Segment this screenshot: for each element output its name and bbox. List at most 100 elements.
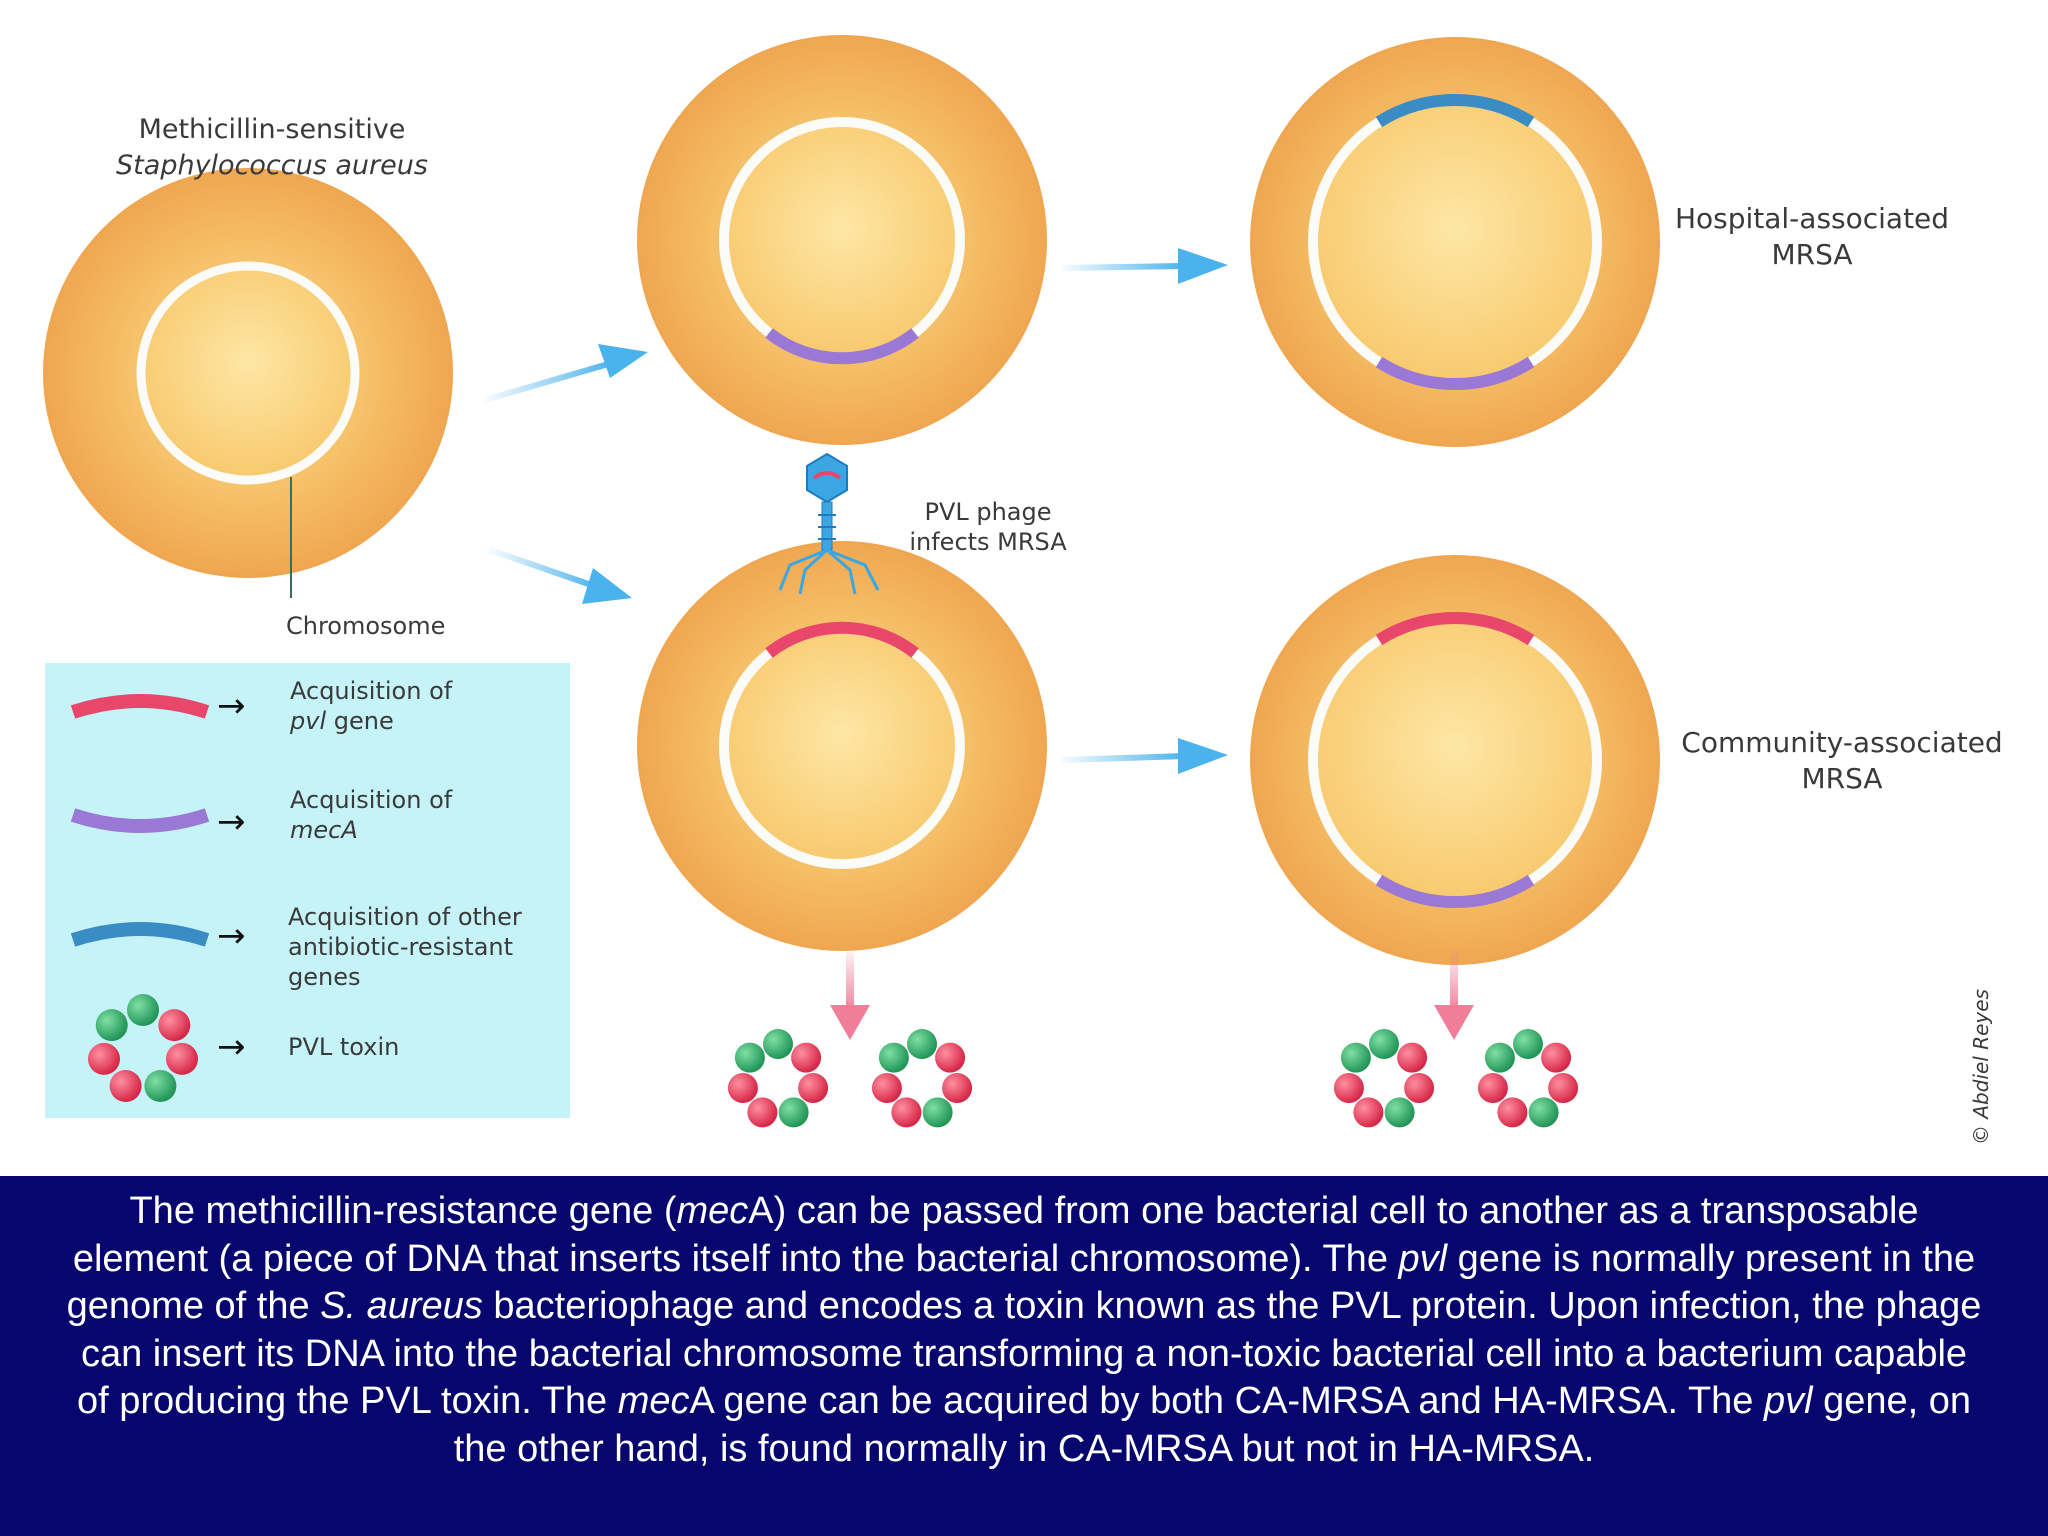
other-gene-segment (1375, 94, 1535, 128)
credit-text: © Abdiel Reyes (1969, 989, 1993, 1145)
toxin-subunit (891, 1097, 922, 1128)
pvl-toxin-clusters (727, 1029, 1579, 1128)
caption-italic-pvl-1: pvl (1398, 1237, 1448, 1280)
ca-label-line2: MRSA (1801, 762, 1882, 795)
caption-text-block: The methicillin-resistance gene (mecA) c… (0, 1176, 2048, 1536)
caption-italic-mec-1: mec (676, 1190, 749, 1232)
toxin-subunit (763, 1029, 793, 1059)
legend-meca-line1: Acquisition of (290, 786, 453, 814)
toxin-subunit (871, 1073, 902, 1103)
arrow-meca-to-ha (1061, 248, 1228, 284)
meca-gene-segment-ha (1375, 356, 1535, 390)
toxin-subunit (747, 1097, 778, 1128)
toxin-subunit (88, 1042, 120, 1075)
chromosome-label: Chromosome (286, 612, 445, 640)
toxin-subunit (109, 1070, 142, 1102)
mssa-label-line2: Staphylococcus aureus (116, 150, 428, 181)
legend-arrow-other: → (217, 916, 246, 956)
legend-pvl-rest: gene (326, 707, 394, 735)
toxin-subunit (922, 1097, 953, 1128)
arrow-mssa-to-meca (484, 344, 648, 403)
toxin-subunit (166, 1042, 198, 1075)
legend-toxin-ring (88, 994, 198, 1102)
toxin-subunit (778, 1097, 809, 1128)
pvl-gene-segment (765, 621, 919, 658)
toxin-subunit (1404, 1073, 1435, 1103)
pvl-toxin-ring (871, 1029, 973, 1128)
caption-italic-mec-2: mec (617, 1380, 690, 1422)
legend-other-gene-swatch (70, 922, 210, 947)
pvl-toxin-ring (1477, 1029, 1579, 1128)
ha-label-line2: MRSA (1771, 238, 1852, 271)
caption-part1: The methicillin-resistance gene ( (129, 1190, 677, 1232)
mrsa-diagram: Methicillin-sensitive Staphylococcus aur… (43, 35, 2003, 1145)
toxin-arrow-right (1434, 952, 1474, 1040)
toxin-subunit (1384, 1097, 1415, 1128)
toxin-subunit (942, 1073, 973, 1103)
legend-toxin-label: PVL toxin (288, 1033, 399, 1061)
toxin-subunit (907, 1029, 937, 1059)
phage-label-line2: infects MRSA (909, 528, 1067, 556)
toxin-subunit (798, 1073, 829, 1103)
legend-other-line1: Acquisition of other (288, 903, 522, 931)
caption-italic-saureus: S. aureus (320, 1285, 483, 1327)
pvl-gene-segment-ca (1375, 612, 1535, 646)
toxin-subunit (727, 1073, 758, 1103)
meca-gene-segment-ca (1375, 874, 1535, 908)
toxin-subunit (127, 994, 159, 1026)
toxin-subunit (1477, 1073, 1508, 1103)
legend-pvl-italic: pvl (289, 707, 326, 735)
arrow-mssa-to-pvl (489, 547, 632, 604)
legend-pvl-line2: pvl gene (289, 707, 394, 735)
legend-other-line2: antibiotic-resistant (288, 933, 513, 961)
toxin-subunit (158, 1009, 191, 1042)
toxin-subunit (1340, 1042, 1371, 1073)
arrow-pvl-to-ca (1061, 738, 1228, 774)
toxin-subunit (144, 1070, 177, 1102)
mrsa-cell-meca (637, 35, 1047, 445)
toxin-subunit (878, 1042, 909, 1073)
toxin-subunit (1541, 1042, 1572, 1073)
pvl-toxin-ring (1333, 1029, 1435, 1128)
caption-part6: gene, on the other hand, is found normal… (453, 1380, 1972, 1470)
toxin-subunit (95, 1009, 128, 1042)
pvl-phage-icon (778, 452, 880, 595)
mssa-cell (43, 168, 453, 598)
ca-label-line1: Community-associated (1681, 726, 2002, 759)
phage-label-line1: PVL phage (924, 498, 1051, 526)
toxin-subunit (734, 1042, 765, 1073)
toxin-subunit (1528, 1097, 1559, 1128)
toxin-subunit (1548, 1073, 1579, 1103)
legend-toxin-icon (88, 994, 198, 1102)
toxin-subunit (791, 1042, 822, 1073)
toxin-subunit (1513, 1029, 1543, 1059)
toxin-arrow-left (830, 952, 870, 1040)
toxin-subunit (1333, 1073, 1364, 1103)
legend-meca-gene-swatch (70, 808, 210, 833)
ha-label-line1: Hospital-associated (1675, 202, 1949, 235)
toxin-subunit (1484, 1042, 1515, 1073)
legend-arrow-meca: → (217, 802, 246, 842)
caption-part4: bacteriophage and encodes a toxin known … (76, 1285, 1982, 1422)
mssa-label-line1: Methicillin-sensitive (139, 114, 406, 145)
ha-mrsa-cell (1250, 37, 1660, 447)
toxin-subunit (1397, 1042, 1428, 1073)
meca-gene-segment (765, 328, 919, 365)
pvl-toxin-ring (727, 1029, 829, 1128)
caption-part3: gene is normally present in the genome o… (66, 1237, 1976, 1328)
legend-pvl-gene-swatch (70, 694, 210, 719)
toxin-subunit (1497, 1097, 1528, 1128)
ca-mrsa-cell (1250, 555, 1660, 965)
caption-part5: A gene can be acquired by both CA-MRSA a… (689, 1380, 1764, 1422)
legend-box (45, 663, 570, 1118)
toxin-subunit (1369, 1029, 1399, 1059)
legend-arrow-toxin: → (217, 1027, 246, 1067)
toxin-subunit (1353, 1097, 1384, 1128)
legend-meca-line2: mecA (290, 816, 358, 844)
toxin-subunit (935, 1042, 966, 1073)
caption-italic-pvl-2: pvl (1763, 1380, 1813, 1422)
legend-other-line3: genes (288, 963, 360, 991)
legend-pvl-line1: Acquisition of (290, 677, 453, 705)
legend-arrow-pvl: → (217, 686, 246, 726)
caption-part2: A) can be passed from one bacterial cell… (72, 1190, 1919, 1280)
